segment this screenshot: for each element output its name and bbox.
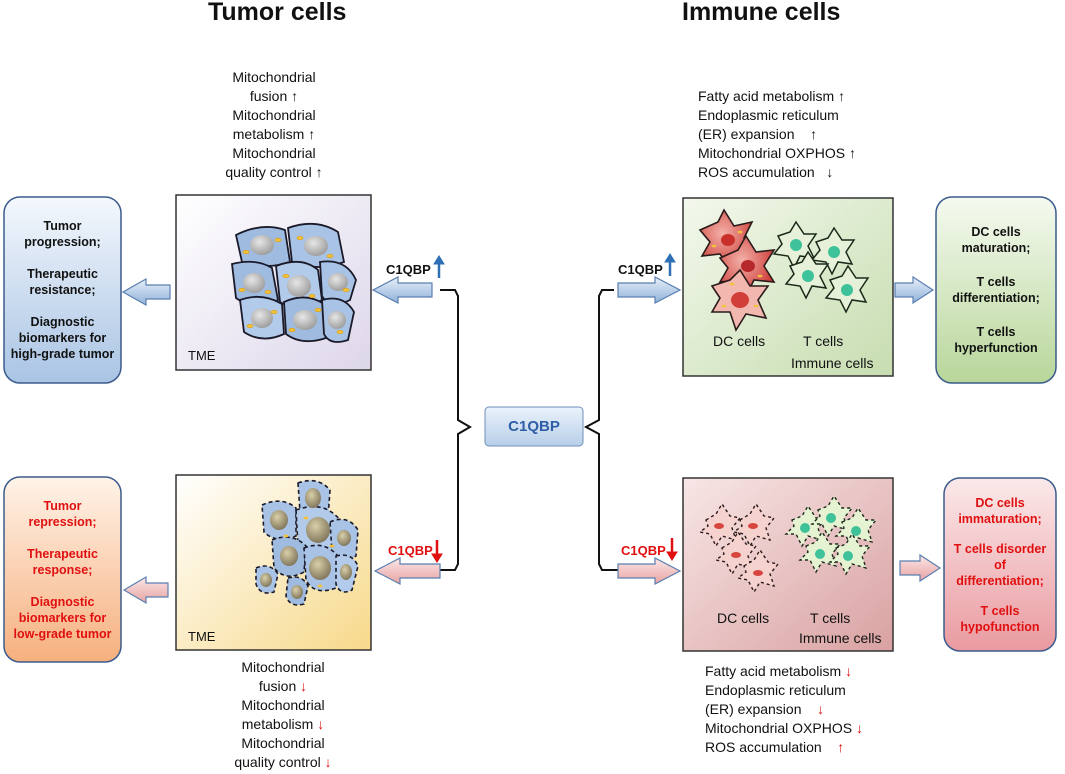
tumor-up-outcome-box: Tumor progression; Therapeutic resistanc…: [4, 197, 121, 383]
outcome-item: Therapeutic response;: [27, 546, 98, 577]
dc-cells-label-up: DC cells: [713, 333, 766, 349]
immune-up-metab-line: Mitochondrial OXPHOS ↑: [698, 145, 856, 161]
tumor-up-mito-line: fusion ↑: [249, 88, 299, 104]
tumor-down-mito-list: Mitochondrial fusion ↓ Mitochondrial met…: [214, 658, 352, 772]
tumor-down-mito-line: metabolism ↓: [241, 716, 325, 732]
arrow-c1qbp-down-immune: [617, 557, 682, 585]
tumor-down-mito-line: Mitochondrial: [241, 659, 325, 675]
immune-down-metab-line: Endoplasmic reticulum: [705, 682, 846, 698]
immune-down-outcome-bg: [943, 477, 1057, 652]
center-box-bg: [484, 406, 584, 447]
immune-up-metab-line: ROS accumulation ↓: [698, 164, 834, 180]
c1qbp-down-label-immune: C1QBP: [621, 543, 666, 558]
tumor-down-mito-line: Mitochondrial: [241, 697, 325, 713]
c1qbp-up-immune-arrow-icon: [664, 253, 676, 276]
tme-label-high: TME: [188, 348, 216, 363]
t-cells-label-down: T cells: [810, 610, 851, 626]
tumor-down-mito-line: fusion ↓: [258, 678, 308, 694]
tme-label-low: TME: [188, 629, 216, 644]
immune-cells-title: Immune cells: [682, 0, 841, 26]
tumor-cell-cluster-low: [255, 479, 359, 606]
tumor-up-mito-list: Mitochondrial fusion ↑ Mitochondrial met…: [205, 68, 343, 182]
outcome-item: DC cells maturation;: [961, 225, 1031, 255]
arrow-c1qbp-up-tumor: [371, 276, 433, 304]
immune-up-outcome-bg: [935, 196, 1057, 384]
immune-down-metab-line: Mitochondrial OXPHOS ↓: [705, 720, 863, 736]
right-bracket: [583, 289, 618, 571]
tumor-up-mito-line: Mitochondrial: [232, 145, 316, 161]
immune-up-metab-line: Fatty acid metabolism ↑: [698, 88, 846, 104]
immune-up-outcome-box: DC cells maturation; T cells differentia…: [936, 197, 1056, 383]
c1qbp-up-label-tumor: C1QBP: [386, 262, 431, 277]
arrow-immune-down-outcome: [899, 553, 942, 583]
tumor-up-mito-line: quality control ↑: [225, 164, 323, 180]
outcome-item: T cells disorder of differentiation;: [953, 541, 1047, 588]
t-cells-active: [772, 220, 870, 314]
c1qbp-down-label-tumor: C1QBP: [388, 543, 433, 558]
arrow-tumor-down-outcome: [122, 575, 169, 605]
immune-up-metab-line: Endoplasmic reticulum: [698, 107, 839, 123]
left-bracket: [440, 289, 472, 571]
arrow-tumor-up-outcome: [121, 277, 171, 307]
outcome-item: Diagnostic biomarkers for low-grade tumo…: [13, 594, 112, 641]
immune-cells-label-down: Immune cells: [799, 630, 882, 646]
immune-cells-label-up: Immune cells: [791, 355, 874, 371]
outcome-item: T cells hyperfunction: [954, 325, 1038, 355]
tumor-up-mito-line: Mitochondrial: [232, 107, 316, 123]
tumor-down-outcome-bg: [3, 476, 122, 663]
outcome-item: Therapeutic resistance;: [27, 267, 98, 297]
c1qbp-up-tumor-arrow-icon: [433, 255, 445, 278]
tumor-down-mito-line: quality control ↓: [234, 754, 332, 770]
tumor-down-outcome-box: Tumor repression; Therapeutic response; …: [4, 477, 121, 662]
immune-down-metab-line: (ER) expansion ↓: [705, 701, 825, 717]
outcome-item: Diagnostic biomarkers for high-grade tum…: [10, 315, 115, 361]
dc-cells-immature: [698, 502, 780, 594]
tumor-up-mito-line: Mitochondrial: [232, 69, 316, 85]
c1qbp-up-label-immune: C1QBP: [618, 262, 663, 277]
tumor-cells-title: Tumor cells: [208, 0, 347, 26]
immune-down-metab-line: ROS accumulation ↑: [705, 739, 845, 755]
t-cells-label-up: T cells: [803, 333, 844, 349]
center-c1qbp-label: C1QBP: [508, 418, 560, 435]
tumor-cell-cluster-high: [231, 222, 357, 343]
tumor-up-mito-line: metabolism ↑: [232, 126, 316, 142]
immune-up-metab-list: Fatty acid metabolism ↑ Endoplasmic reti…: [698, 87, 898, 182]
immune-down-outcome-box: DC cells immaturation; T cells disorder …: [944, 478, 1056, 651]
outcome-item: T cells hypofunction: [960, 603, 1040, 634]
immune-up-metab-line: (ER) expansion ↑: [698, 126, 818, 142]
immune-down-metab-list: Fatty acid metabolism ↓ Endoplasmic reti…: [705, 662, 905, 757]
c1qbp-down-tumor-arrow-icon: [431, 540, 443, 563]
arrow-c1qbp-up-immune: [617, 276, 682, 304]
tumor-up-outcome-bg: [3, 196, 122, 384]
immune-down-metab-line: Fatty acid metabolism ↓: [705, 663, 853, 679]
outcome-item: Tumor repression;: [28, 498, 97, 529]
outcome-item: Tumor progression;: [24, 219, 101, 249]
outcome-item: DC cells immaturation;: [958, 495, 1042, 526]
arrow-c1qbp-down-tumor: [373, 557, 441, 585]
dc-cells-label-down: DC cells: [717, 610, 770, 626]
outcome-item: T cells differentiation;: [952, 275, 1040, 305]
t-cells-inactive: [784, 494, 878, 576]
dc-cells-mature: [698, 208, 776, 332]
tumor-down-mito-line: Mitochondrial: [241, 735, 325, 751]
c1qbp-down-immune-arrow-icon: [666, 538, 678, 561]
arrow-immune-up-outcome: [894, 275, 935, 305]
